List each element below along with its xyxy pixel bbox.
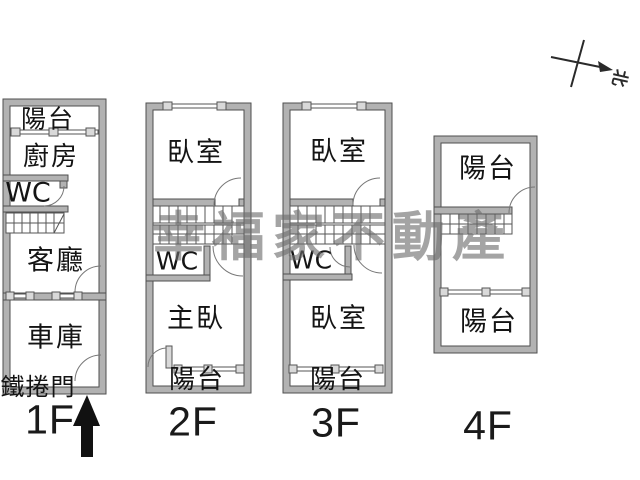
watermark-text: 幸福家不動產 — [152, 207, 512, 268]
room-label-1f-balcony: 陽台 — [20, 104, 76, 134]
floor-label-2f: 2F — [168, 398, 218, 445]
room-label-2f-bedroom: 臥室 — [167, 137, 225, 169]
room-label-3f-wc: WC — [289, 245, 333, 275]
room-label-1f-wc: WC — [5, 177, 51, 209]
stairs-3f — [289, 205, 386, 245]
stairs-2f — [152, 205, 245, 245]
unit-4f-plan — [433, 135, 538, 354]
stairs-4f — [440, 213, 513, 235]
unit-2f-plan — [145, 101, 252, 394]
room-label-1f-garage: 車庫 — [27, 322, 85, 354]
room-label-1f-kitchen: 廚房 — [22, 142, 80, 172]
room-label-4f-balcony-upper: 陽台 — [459, 153, 517, 185]
room-label-3f-bedroom-upper: 臥室 — [310, 136, 368, 168]
floor-label-1f: 1F — [25, 396, 75, 443]
unit-3f-plan — [282, 101, 393, 394]
floor-label-4f: 4F — [463, 402, 513, 449]
north-compass-icon — [550, 39, 613, 88]
up-arrow-icon — [73, 395, 100, 457]
room-label-3f-balcony: 陽台 — [309, 365, 367, 395]
unit-1f-plan — [2, 98, 107, 395]
room-label-2f-balcony: 陽台 — [168, 365, 226, 395]
floor-label-3f: 3F — [311, 399, 361, 446]
room-label-4f-balcony-lower: 陽台 — [460, 306, 518, 338]
room-label-2f-wc: WC — [155, 246, 199, 276]
room-label-2f-master-bedroom: 主臥 — [167, 303, 225, 335]
room-label-1f-living-room: 客廳 — [27, 245, 85, 277]
stairs-1f — [5, 212, 65, 234]
room-label-3f-bedroom-lower: 臥室 — [310, 303, 368, 335]
room-label-1f-roller-door: 鐵捲門 — [0, 373, 76, 401]
